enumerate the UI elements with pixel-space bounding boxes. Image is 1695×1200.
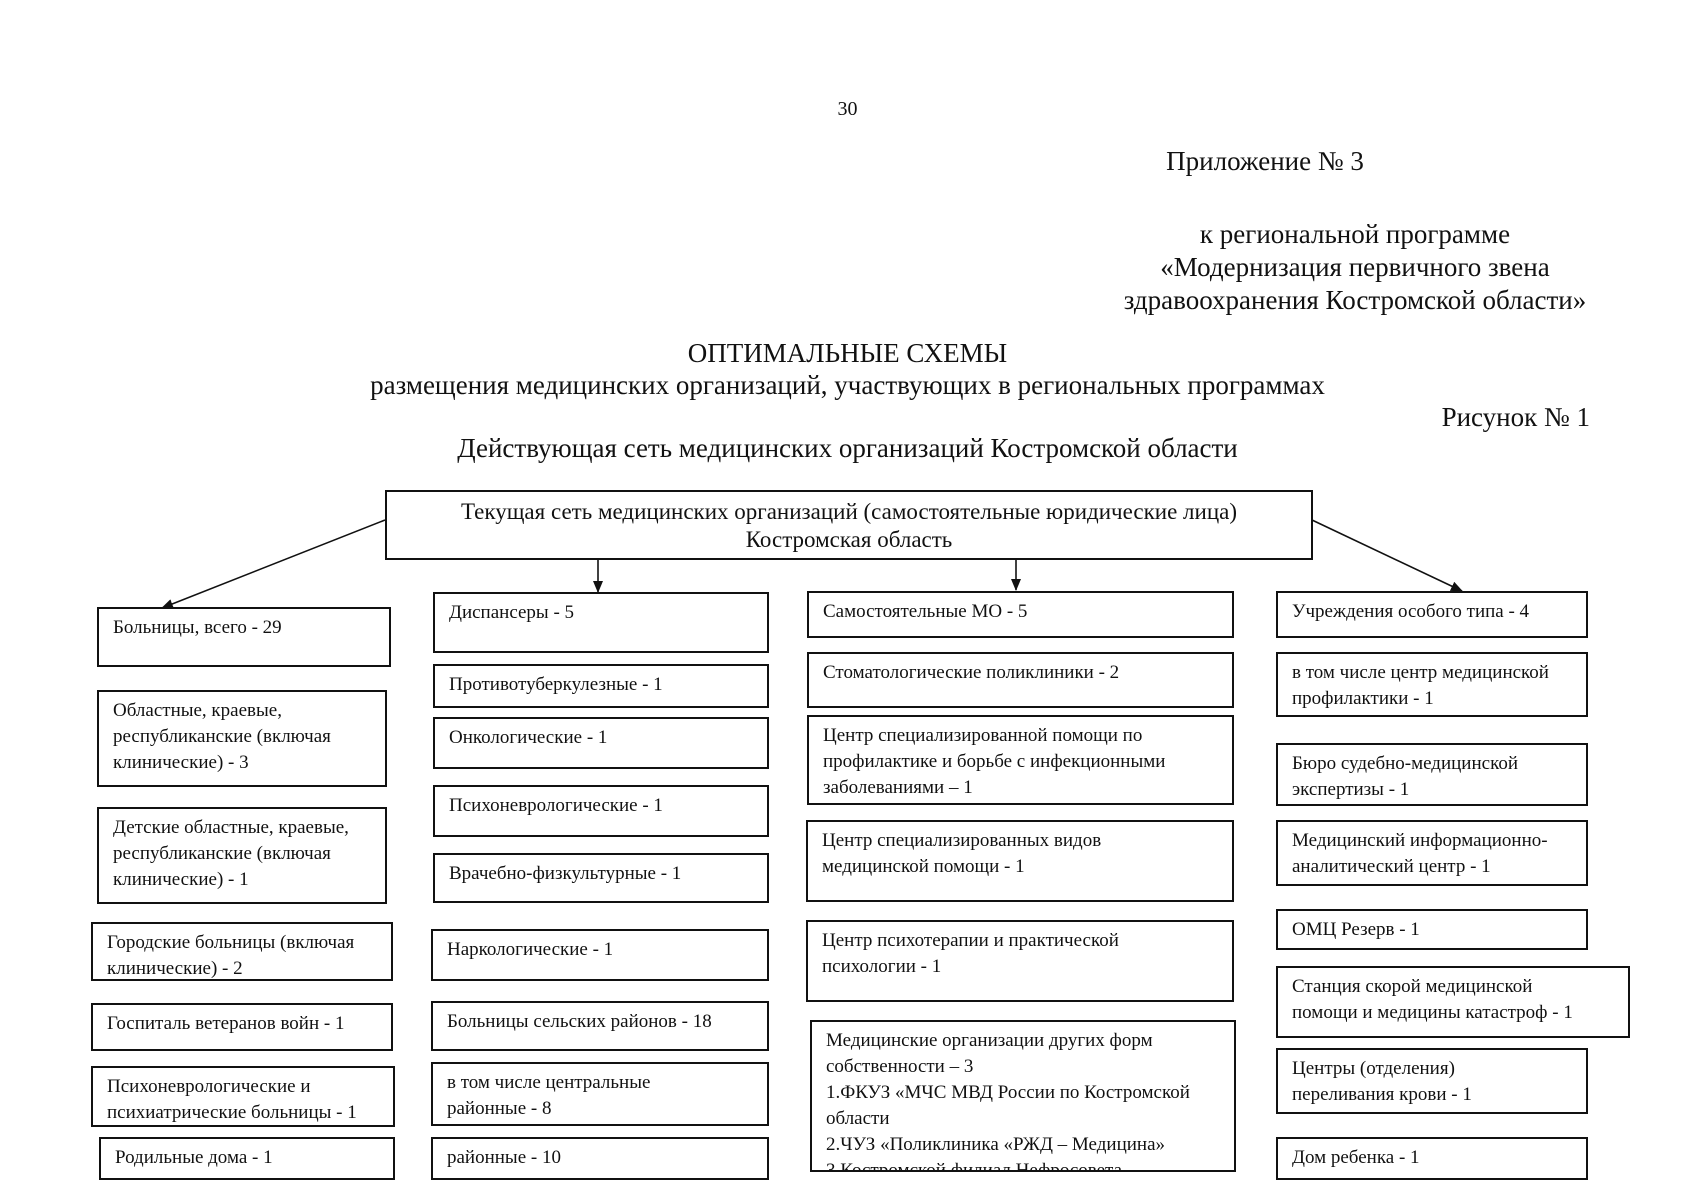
independent-box-6: Медицинские организации других форм собст… bbox=[810, 1020, 1236, 1172]
box-line: Областные, краевые, bbox=[113, 700, 282, 721]
special-box-5: ОМЦ Резерв - 1 bbox=[1276, 909, 1588, 950]
box-line: Больницы сельских районов - 18 bbox=[447, 1011, 712, 1032]
box-line: клинические) - 1 bbox=[113, 869, 249, 890]
independent-box-2: Стоматологические поликлиники - 2 bbox=[807, 652, 1234, 708]
box-line: Центры (отделения) bbox=[1292, 1058, 1455, 1079]
appendix-reference-line: к региональной программе bbox=[1199, 219, 1511, 249]
box-line: районные - 10 bbox=[447, 1147, 561, 1168]
box-line: Детские областные, краевые, bbox=[113, 817, 349, 838]
box-line: районные - 8 bbox=[447, 1098, 552, 1119]
box-line: Бюро судебно-медицинской bbox=[1292, 753, 1519, 774]
hospitals-box-3: Детские областные, краевые, республиканск… bbox=[97, 807, 387, 904]
box-line: Станция скорой медицинской bbox=[1292, 976, 1533, 997]
hospitals-box-5: Госпиталь ветеранов войн - 1 bbox=[91, 1003, 393, 1051]
appendix-label: Приложение № 3 bbox=[1166, 146, 1364, 176]
dispensaries-box-7: Больницы сельских районов - 18 bbox=[431, 1001, 769, 1051]
box-line: помощи и медицины катастроф - 1 bbox=[1292, 1002, 1573, 1023]
special-box-6: Станция скорой медицинской помощи и медиц… bbox=[1276, 966, 1630, 1038]
box-line: Врачебно-физкультурные - 1 bbox=[449, 863, 682, 884]
box-line: медицинской помощи - 1 bbox=[822, 856, 1025, 877]
box-line: Костромская область bbox=[745, 527, 953, 552]
box-line: экспертизы - 1 bbox=[1292, 779, 1410, 800]
box-line: аналитический центр - 1 bbox=[1292, 856, 1491, 877]
hospitals-box-6: Психоневрологические и психиатрические бо… bbox=[91, 1066, 395, 1127]
hospitals-box-2: Областные, краевые, республиканские (вклю… bbox=[97, 690, 387, 787]
special-box-4: Медицинский информационно-аналитический … bbox=[1276, 820, 1588, 886]
document-subtitle: размещения медицинских организаций, учас… bbox=[370, 370, 1325, 400]
box-line: Дом ребенка - 1 bbox=[1292, 1147, 1420, 1168]
box-line: собственности – 3 bbox=[826, 1056, 974, 1077]
page-number: 30 bbox=[837, 98, 858, 120]
box-line: республиканские (включая bbox=[113, 726, 331, 747]
special-box-3: Бюро судебно-медицинской экспертизы - 1 bbox=[1276, 743, 1588, 806]
box-line: 1.ФКУЗ «МЧС МВД России по Костромской bbox=[826, 1082, 1190, 1103]
box-line: Текущая сеть медицинских организаций (са… bbox=[460, 499, 1238, 524]
dispensaries-box-5: Врачебно-физкультурные - 1 bbox=[433, 853, 769, 903]
box-line: 3.Костромской филиал Нефросовета bbox=[826, 1160, 1123, 1172]
box-line: Диспансеры - 5 bbox=[449, 602, 575, 623]
arrow-to-hospitals bbox=[161, 519, 386, 609]
box-line: в том числе центр медицинской bbox=[1292, 662, 1549, 683]
box-line: Онкологические - 1 bbox=[449, 727, 608, 748]
box-line: в том числе центральные bbox=[447, 1072, 651, 1093]
box-line: Больницы, всего - 29 bbox=[113, 617, 282, 638]
arrow-to-special bbox=[1311, 519, 1463, 592]
box-line: заболеваниями – 1 bbox=[823, 777, 973, 798]
box-line: ОМЦ Резерв - 1 bbox=[1292, 919, 1420, 940]
special-box-7: Центры (отделения) переливания крови - 1 bbox=[1276, 1048, 1588, 1114]
box-line: Психоневрологические - 1 bbox=[449, 795, 663, 816]
hospitals-box-7: Родильные дома - 1 bbox=[99, 1137, 395, 1180]
network-title: Действующая сеть медицинских организаций… bbox=[457, 433, 1238, 463]
independent-box-1: Самостоятельные МО - 5 bbox=[807, 591, 1234, 638]
box-line: Городские больницы (включая bbox=[107, 932, 355, 953]
box-line: республиканские (включая bbox=[113, 843, 331, 864]
independent-box-3: Центр специализированной помощи по профил… bbox=[807, 715, 1234, 805]
dispensaries-box-8: в том числе центральные районные - 8 bbox=[431, 1062, 769, 1126]
box-line: клинические) - 3 bbox=[113, 752, 249, 773]
box-line: области bbox=[826, 1108, 890, 1129]
appendix-reference: к региональной программе «Модернизация п… bbox=[1080, 218, 1630, 317]
figure-label: Рисунок № 1 bbox=[1441, 402, 1590, 432]
dispensaries-box-2: Противотуберкулезные - 1 bbox=[433, 664, 769, 708]
box-line: Медицинские организации других форм bbox=[826, 1030, 1153, 1051]
box-line: Родильные дома - 1 bbox=[115, 1147, 273, 1168]
special-box-2: в том числе центр медицинской профилактик… bbox=[1276, 652, 1588, 717]
document-title: ОПТИМАЛЬНЫЕ СХЕМЫ bbox=[687, 338, 1008, 368]
box-line: Центр специализированных видов bbox=[822, 830, 1102, 851]
box-line: Учреждения особого типа - 4 bbox=[1292, 601, 1530, 622]
box-line: Самостоятельные МО - 5 bbox=[823, 601, 1028, 622]
box-line: Центр психотерапии и практической bbox=[822, 930, 1119, 951]
box-line: психиатрические больницы - 1 bbox=[107, 1102, 357, 1123]
special-box-1: Учреждения особого типа - 4 bbox=[1276, 591, 1588, 638]
independent-box-5: Центр психотерапии и практической психоло… bbox=[806, 920, 1234, 1002]
appendix-reference-line: «Модернизация первичного звена bbox=[1160, 252, 1550, 282]
box-line: Стоматологические поликлиники - 2 bbox=[823, 662, 1120, 683]
box-line: переливания крови - 1 bbox=[1292, 1084, 1472, 1105]
box-line: Психоневрологические и bbox=[107, 1076, 311, 1097]
box-line: профилактике и борьбе с инфекционными bbox=[823, 751, 1166, 772]
box-line: Противотуберкулезные - 1 bbox=[449, 674, 663, 695]
box-line: психологии - 1 bbox=[822, 956, 942, 977]
box-line: Госпиталь ветеранов войн - 1 bbox=[107, 1013, 345, 1034]
dispensaries-box-6: Наркологические - 1 bbox=[431, 929, 769, 981]
box-line: Наркологические - 1 bbox=[447, 939, 614, 960]
hospitals-box-4: Городские больницы (включая клинические) … bbox=[91, 922, 393, 981]
dispensaries-box-9: районные - 10 bbox=[431, 1137, 769, 1180]
box-line: Медицинский информационно- bbox=[1292, 830, 1548, 851]
dispensaries-box-4: Психоневрологические - 1 bbox=[433, 785, 769, 837]
special-box-8: Дом ребенка - 1 bbox=[1276, 1137, 1588, 1180]
dispensaries-box-3: Онкологические - 1 bbox=[433, 717, 769, 769]
hospitals-box-1: Больницы, всего - 29 bbox=[97, 607, 391, 667]
box-line: клинические) - 2 bbox=[107, 958, 243, 979]
current-network-box: Текущая сеть медицинских организаций (са… bbox=[385, 490, 1313, 560]
appendix-reference-line: здравоохранения Костромской области» bbox=[1123, 285, 1587, 315]
box-line: Центр специализированной помощи по bbox=[823, 725, 1143, 746]
box-line: профилактики - 1 bbox=[1292, 688, 1434, 709]
box-line: 2.ЧУЗ «Поликлиника «РЖД – Медицина» bbox=[826, 1134, 1166, 1155]
independent-box-4: Центр специализированных видов медицинско… bbox=[806, 820, 1234, 902]
dispensaries-box-1: Диспансеры - 5 bbox=[433, 592, 769, 653]
